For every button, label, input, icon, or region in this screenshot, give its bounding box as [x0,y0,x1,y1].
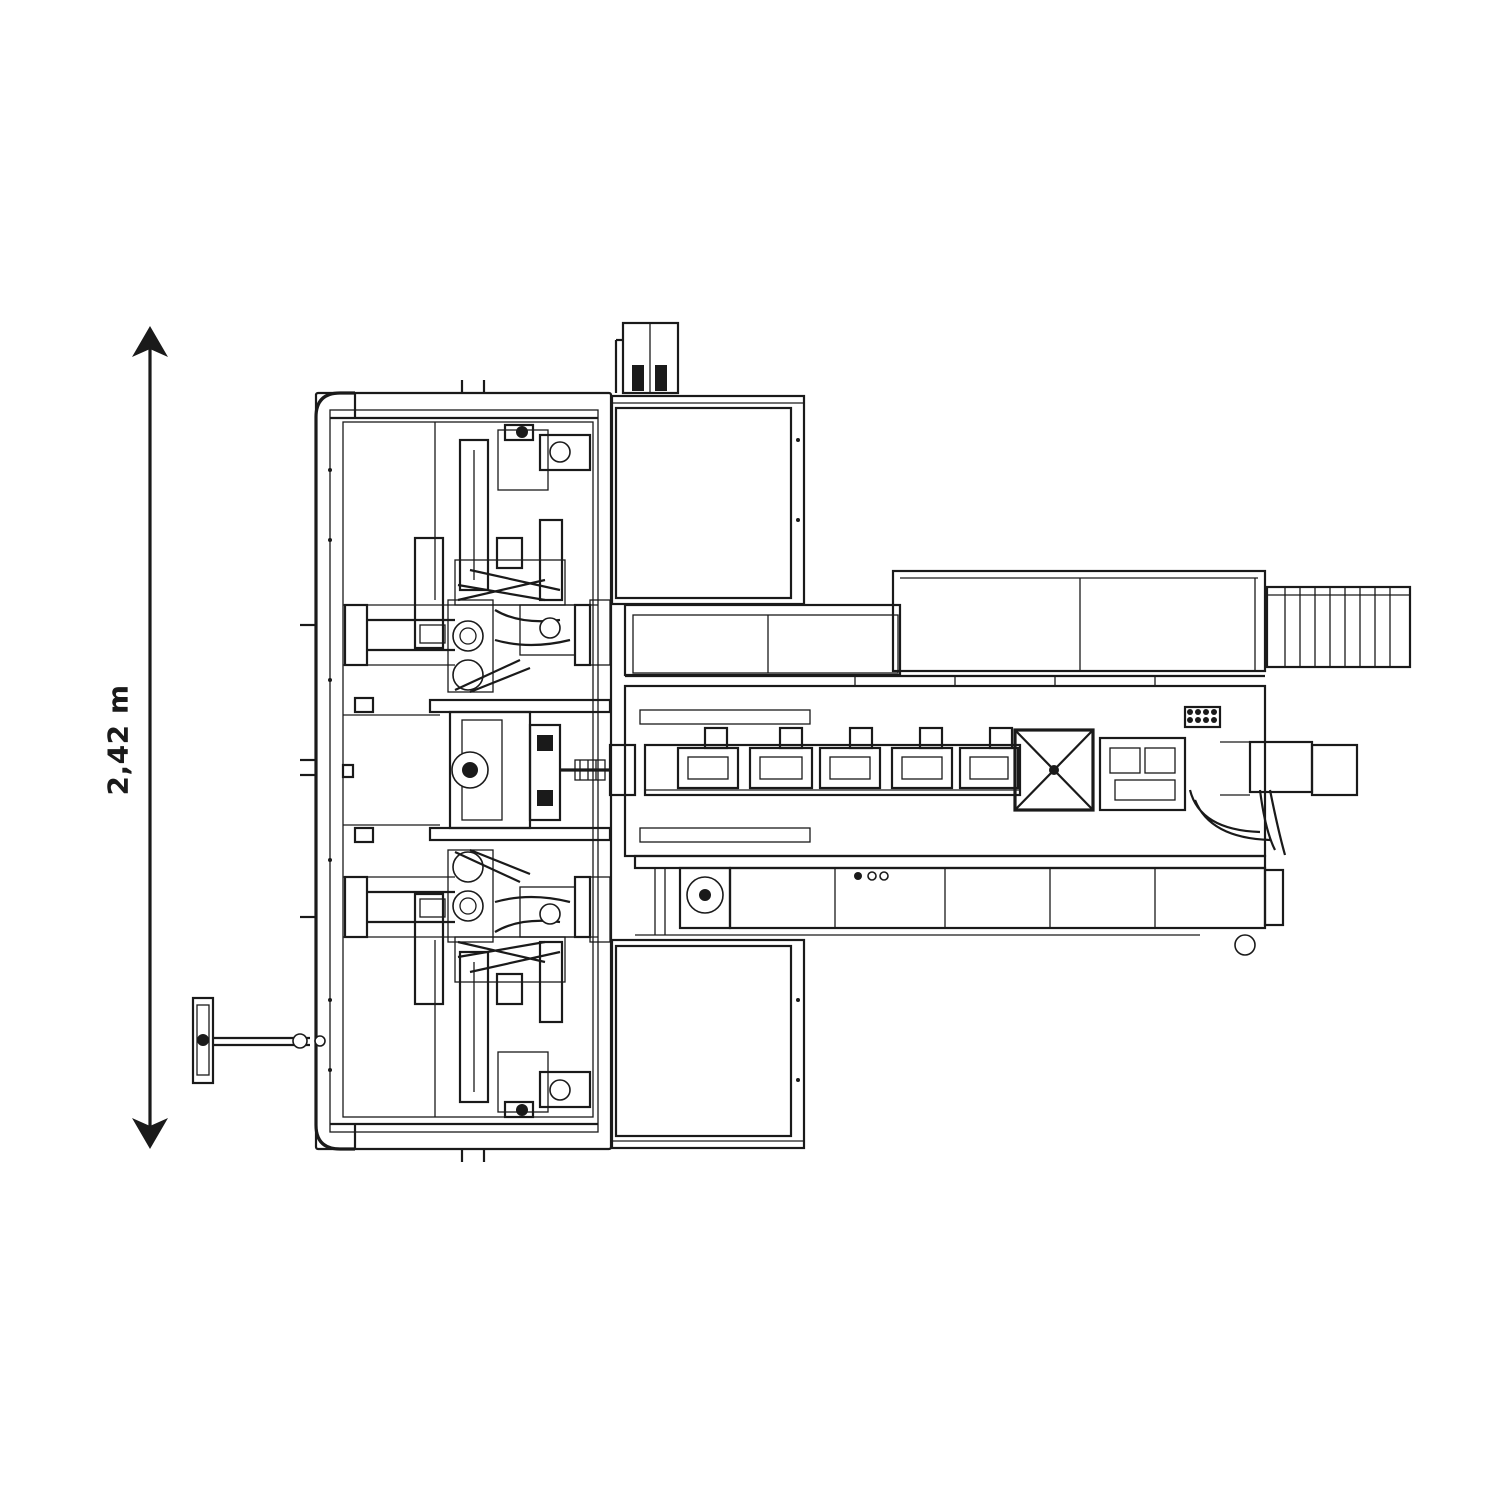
upper-head-assembly [343,423,611,694]
handwheel [191,996,326,1085]
lower-head-assembly [343,848,611,1119]
bottom-hopper [610,938,806,1150]
outfeed-belt [1265,585,1412,669]
dimension-arrow [132,326,168,1149]
forming-line [623,684,1359,858]
upper-conveyor [623,569,1267,687]
central-drive [341,696,637,844]
lower-conveyor [633,854,1285,956]
fasteners [328,438,1217,1082]
top-hopper [610,321,806,606]
